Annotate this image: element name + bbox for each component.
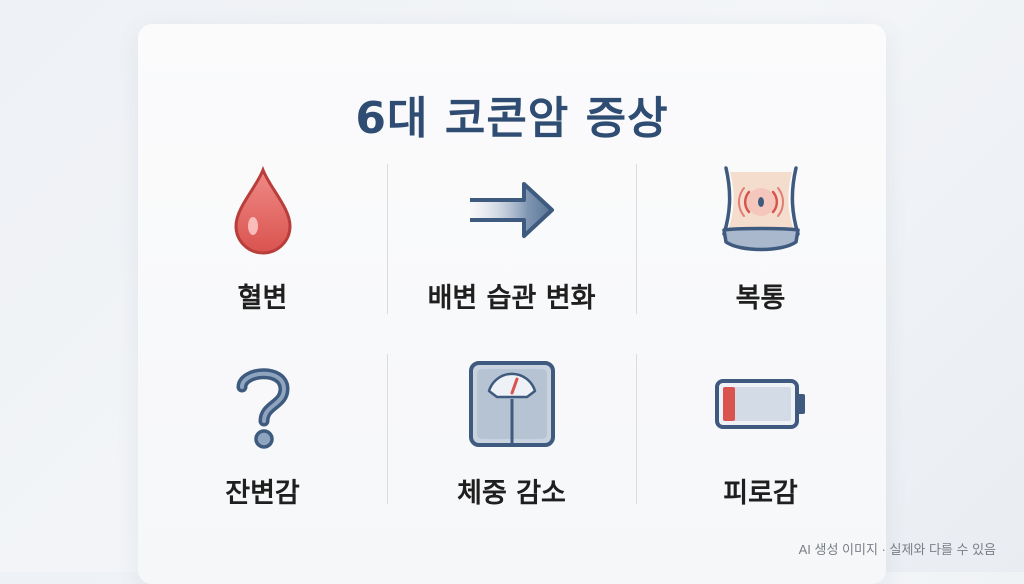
symptom-item-bloody-stool: 혈변 (138, 164, 387, 354)
ai-generated-caption: AI 생성 이미지 · 실제와 다를 수 있음 (798, 542, 996, 557)
symptom-item-fatigue: 피로감 (636, 359, 885, 549)
symptom-label: 복통 (735, 283, 786, 314)
symptom-label: 배변 습관 변화 (427, 283, 596, 314)
low-battery-icon (714, 379, 805, 429)
symptom-item-incomplete-evacuation: 잔변감 (138, 359, 387, 549)
abdomen-pain-icon (721, 166, 800, 252)
symptom-item-bowel-habit-change: 배변 습관 변화 (387, 164, 636, 354)
symptom-label: 혈변 (237, 283, 288, 314)
column-divider (387, 354, 388, 504)
column-divider (387, 164, 388, 314)
blood-drop-icon (233, 165, 292, 255)
column-divider (636, 354, 637, 504)
symptom-label: 잔변감 (225, 478, 300, 509)
arrow-right-icon (469, 182, 554, 238)
symptom-item-abdominal-pain: 복통 (636, 164, 885, 354)
page-title: 6대 코콘암 증상 (355, 93, 669, 144)
infographic-card: 6대 코콘암 증상 혈변 (138, 24, 886, 584)
symptom-item-weight-loss: 체중 감소 (387, 359, 636, 549)
symptom-label: 피로감 (723, 478, 798, 509)
symptom-label: 체중 감소 (457, 478, 566, 509)
weight-scale-icon (468, 361, 555, 447)
question-mark-icon (236, 368, 290, 449)
column-divider (636, 164, 637, 314)
